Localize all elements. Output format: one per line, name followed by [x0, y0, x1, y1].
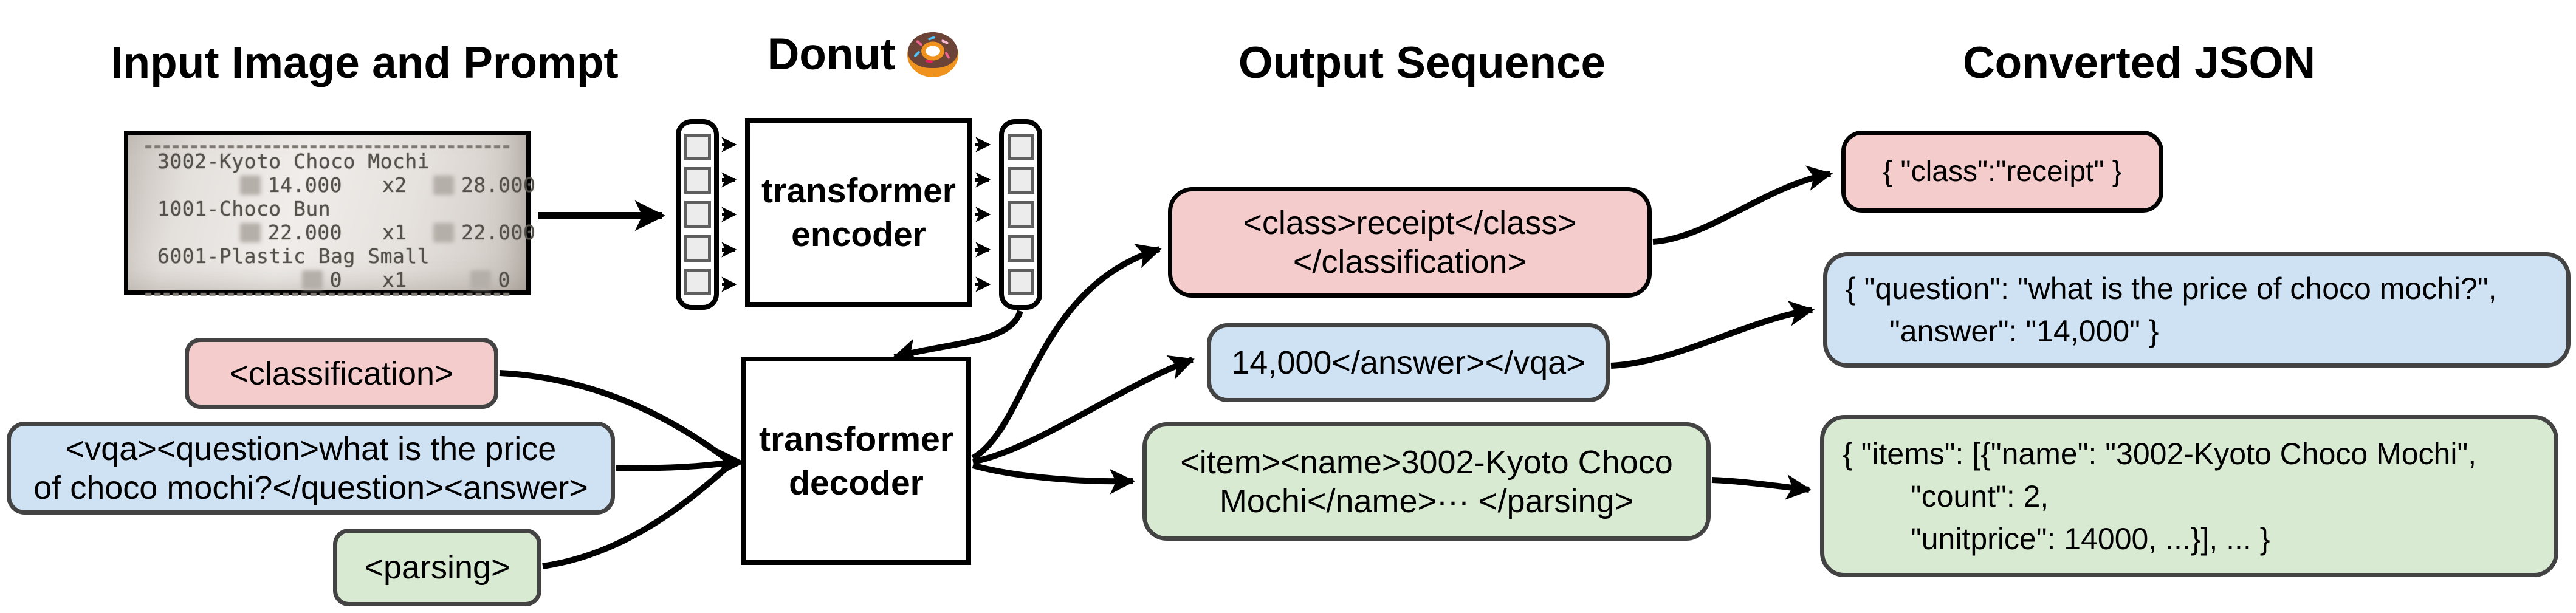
receipt-item-name: 6001-Plastic Bag Small: [157, 244, 430, 268]
image-patch-token: [684, 167, 711, 194]
receipt-dashed-rule-top: [145, 145, 509, 148]
arrows-prompts-to-decoder: [499, 370, 730, 569]
header-donut: Donut: [693, 29, 1033, 80]
image-patch-strip: [676, 119, 719, 310]
embedding-strip: [999, 119, 1042, 310]
receipt-item-amounts: 22.000 x1 22.000: [142, 221, 535, 244]
header-output-sequence: Output Sequence: [1238, 38, 1606, 87]
receipt-input-image: 3002-Kyoto Choco Mochi 14.000 x2 28.000 …: [124, 131, 535, 296]
prompt-vqa: <vqa><question>what is the price of choc…: [7, 422, 615, 515]
receipt-dashed-rule-bottom: [145, 293, 509, 296]
json-classification: { "class":"receipt" }: [1841, 131, 2163, 213]
header-donut-label: Donut: [767, 30, 896, 79]
arrows-encoder-to-embeddings: [975, 137, 991, 292]
header-converted-json: Converted JSON: [1962, 38, 2316, 87]
redaction-block: [239, 222, 261, 242]
transformer-decoder-label: transformer decoder: [759, 419, 953, 502]
image-patch-token: [684, 235, 711, 262]
header-input-image-and-prompt: Input Image and Prompt: [111, 38, 619, 87]
transformer-decoder-box: transformer decoder: [741, 357, 971, 565]
arrowhead-prompts-decoder: [718, 449, 745, 476]
image-patch-token: [684, 269, 711, 296]
json-parsing: { "items": [{"name": "3002-Kyoto Choco M…: [1820, 415, 2558, 577]
image-patch-token: [684, 133, 711, 160]
redaction-block: [433, 175, 454, 195]
donut-icon: [907, 32, 959, 77]
embedding-token: [1007, 269, 1034, 296]
json-vqa: { "question": "what is the price of choc…: [1823, 252, 2571, 368]
receipt-item-name: 1001-Choco Bun: [157, 197, 331, 221]
redaction-block: [239, 175, 261, 195]
arrows-decoder-to-outputs: [971, 244, 1195, 495]
transformer-encoder-label: transformer encoder: [761, 171, 956, 254]
output-vqa: 14,000</answer></vqa>: [1207, 323, 1610, 402]
arrows-outputs-to-json: [1610, 165, 1833, 500]
receipt-item-name: 3002-Kyoto Choco Mochi: [157, 149, 430, 173]
arrow-embeddings-to-decoder: [891, 310, 1023, 364]
output-classification: <class>receipt</class> </classification>: [1168, 187, 1652, 298]
output-parsing: <item><name>3002-Kyoto Choco Mochi</name…: [1142, 422, 1711, 541]
receipt-item-amounts: 14.000 x2 28.000: [142, 173, 535, 197]
prompt-classification: <classification>: [185, 338, 498, 409]
embedding-token: [1007, 200, 1034, 228]
redaction-block: [433, 222, 454, 242]
receipt-item-amounts: 0 x1 0: [142, 268, 513, 292]
prompt-parsing: <parsing>: [333, 529, 541, 606]
transformer-encoder-box: transformer encoder: [745, 118, 972, 307]
image-patch-token: [684, 200, 711, 228]
redaction-block: [301, 270, 323, 290]
arrows-patches-to-encoder: [721, 137, 737, 292]
embedding-token: [1007, 235, 1034, 262]
embedding-token: [1007, 167, 1034, 194]
redaction-block: [470, 270, 491, 290]
embedding-token: [1007, 133, 1034, 160]
